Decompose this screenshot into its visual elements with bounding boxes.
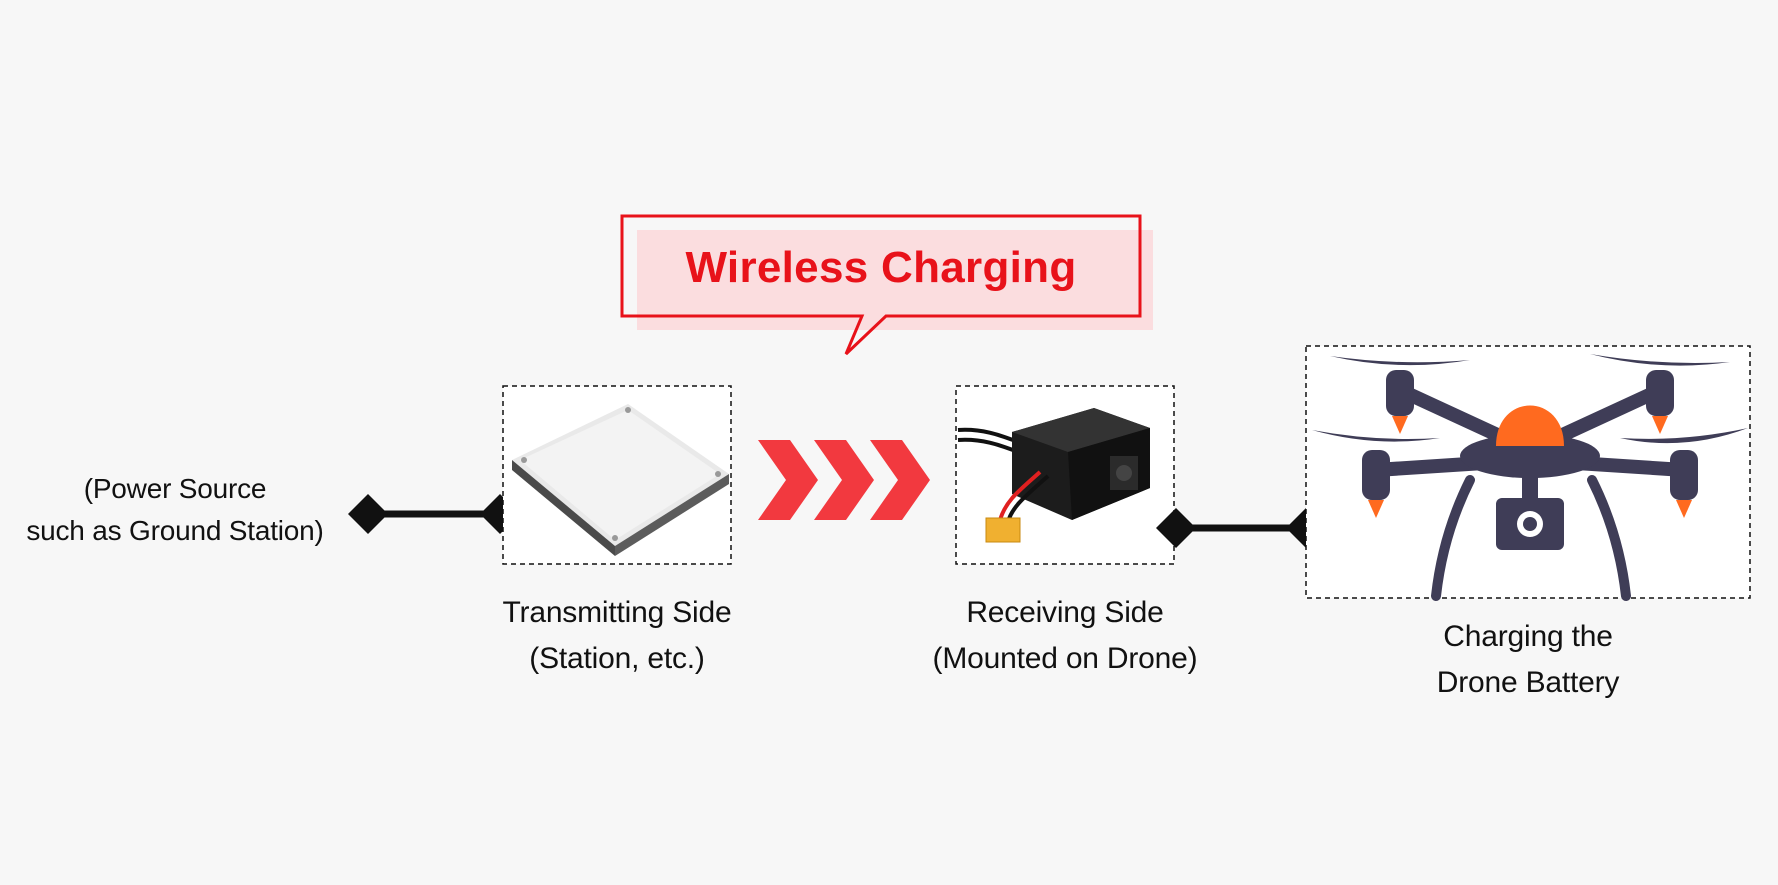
battery-connector xyxy=(1156,508,1326,548)
callout-fill xyxy=(637,230,1153,330)
drone-box xyxy=(1305,345,1751,601)
energy-arrows xyxy=(758,440,930,520)
drone-icon xyxy=(1312,354,1748,601)
connector-diamond-icon xyxy=(348,494,388,534)
receiver-line2: (Mounted on Drone) xyxy=(932,642,1198,675)
transmitter-box xyxy=(502,385,732,565)
connector-diamond-icon xyxy=(1156,508,1196,548)
receiver-label: Receiving Side (Mounted on Drone) xyxy=(910,590,1220,682)
transmitter-line2: (Station, etc.) xyxy=(529,642,705,675)
charging-pad-icon xyxy=(512,404,729,556)
energy-arrow-icon xyxy=(814,440,874,520)
power-source-line2: such as Ground Station) xyxy=(26,515,324,546)
power-source-line1: (Power Source xyxy=(83,473,267,504)
transmitter-label: Transmitting Side (Station, etc.) xyxy=(467,590,767,682)
receiver-line1: Receiving Side xyxy=(966,596,1164,629)
callout-title: Wireless Charging xyxy=(685,243,1077,292)
energy-arrow-icon xyxy=(870,440,930,520)
power-source-label: (Power Source such as Ground Station) xyxy=(10,468,340,552)
power-connector xyxy=(348,494,520,534)
receiver-module-icon xyxy=(957,408,1150,543)
battery-label: Charging the Drone Battery xyxy=(1378,614,1678,706)
callout-outline xyxy=(620,214,1142,356)
transmitter-line1: Transmitting Side xyxy=(502,596,732,629)
battery-line2: Drone Battery xyxy=(1436,666,1620,699)
energy-arrow-icon xyxy=(758,440,818,520)
receiver-box xyxy=(955,385,1175,565)
battery-line1: Charging the xyxy=(1443,620,1613,653)
callout-bubble xyxy=(620,214,1153,356)
